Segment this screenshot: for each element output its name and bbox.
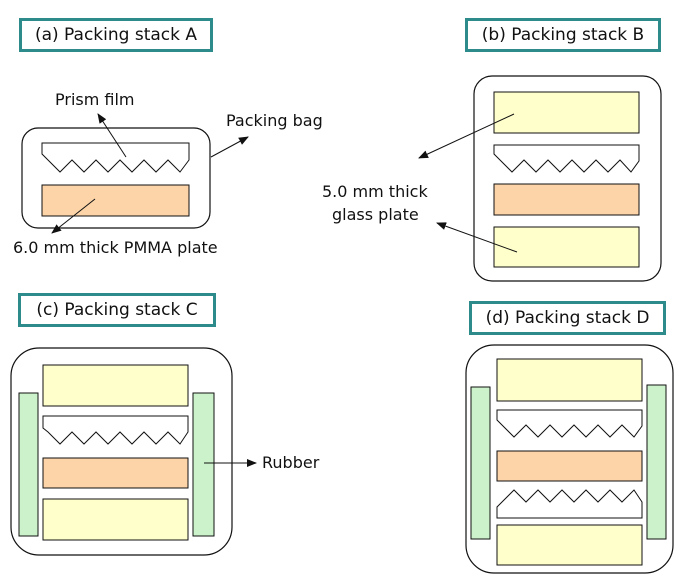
rubber-c-left xyxy=(18,392,39,537)
prism-film-arrow xyxy=(97,113,127,158)
rubber-label: Rubber xyxy=(262,453,320,472)
panel-d-title: (d) Packing stack D xyxy=(469,301,666,335)
stack-b xyxy=(418,75,662,282)
pmma-plate-b xyxy=(493,183,640,216)
glass-plate-label-line1: 5.0 mm thick xyxy=(322,182,428,201)
glass-plate-label-line2: glass plate xyxy=(332,205,419,224)
prism-film-d-1 xyxy=(496,409,643,438)
pmma-plate-c xyxy=(42,457,189,489)
prism-film-b xyxy=(493,144,640,173)
glass-plate-b-bottom xyxy=(493,226,640,268)
stack-c xyxy=(10,347,257,556)
glass-plate-c-top xyxy=(42,364,189,407)
packing-bag-arrow xyxy=(210,136,249,158)
prism-film-d-2 xyxy=(496,489,643,519)
pmma-plate-a xyxy=(41,184,190,217)
pmma-plate-d xyxy=(496,450,643,482)
pmma-plate-label: 6.0 mm thick PMMA plate xyxy=(13,238,218,257)
stack-d xyxy=(465,344,674,574)
stack-a xyxy=(21,113,249,234)
glass-plate-d-bottom xyxy=(496,524,643,566)
rubber-d-left xyxy=(470,386,491,540)
packing-bag-label: Packing bag xyxy=(226,111,323,130)
glass-plate-c-bottom xyxy=(42,498,189,541)
glass-arrow-bottom xyxy=(436,222,518,253)
prism-film-c xyxy=(42,415,189,445)
glass-plate-b-top xyxy=(493,91,640,134)
glass-plate-d-top xyxy=(496,358,643,402)
rubber-c-right xyxy=(192,392,215,537)
panel-b-title: (b) Packing stack B xyxy=(465,18,661,52)
rubber-d-right xyxy=(646,384,667,540)
panel-a-title: (a) Packing stack A xyxy=(19,18,213,52)
glass-arrow-top xyxy=(418,113,515,159)
prism-film-label: Prism film xyxy=(55,90,135,109)
prism-film-a xyxy=(41,142,190,173)
panel-c-title: (c) Packing stack C xyxy=(18,293,216,327)
pmma-arrow xyxy=(51,198,96,234)
